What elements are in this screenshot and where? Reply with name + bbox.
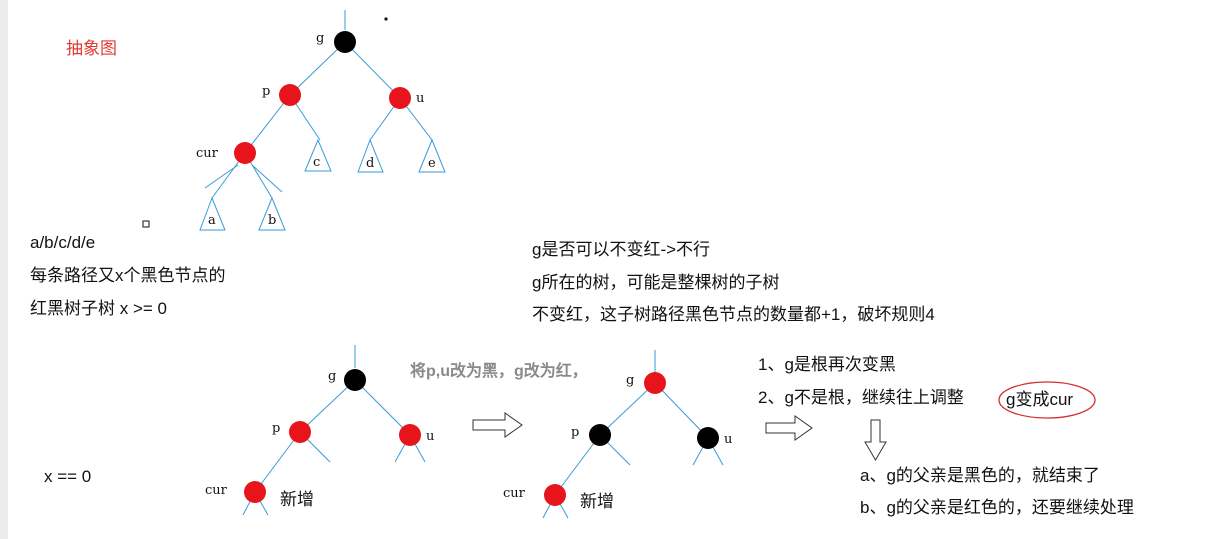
- before-label-p: p: [272, 421, 280, 436]
- after-tree: g p u cur: [503, 350, 732, 519]
- subtree-d: [357, 138, 384, 173]
- after-label-g: g: [626, 373, 634, 388]
- before-tree: g p u cur: [205, 345, 434, 516]
- right-arrow-1: [472, 412, 523, 438]
- right-arrow-2: [765, 415, 813, 441]
- small-square-mark: [142, 220, 150, 228]
- subtree-label-a: a: [208, 213, 216, 228]
- after-label-cur: cur: [503, 486, 526, 501]
- abstract-label-cur: cur: [196, 146, 219, 161]
- after-node-p: [589, 424, 611, 446]
- after-node-u: [697, 427, 719, 449]
- before-node-p: [289, 421, 311, 443]
- subtree-label-d: d: [366, 156, 374, 171]
- subtree-e: [418, 138, 446, 173]
- right-step1: 1、g是根再次变黑: [758, 355, 896, 374]
- after-new-label: 新增: [580, 492, 614, 511]
- before-node-u: [399, 424, 421, 446]
- middle-note-line1: g是否可以不变红->不行: [532, 240, 711, 259]
- subtree-label-c: c: [313, 155, 320, 170]
- left-note-line1: a/b/c/d/e: [30, 233, 96, 252]
- abstract-node-p: [279, 84, 301, 106]
- subtree-label-b: b: [268, 213, 276, 228]
- operation-note: 将p,u改为黑，g改为红，: [410, 363, 588, 380]
- before-node-g: [344, 369, 366, 391]
- after-node-cur: [544, 484, 566, 506]
- abstract-label-p: p: [262, 84, 270, 99]
- subtree-b: [258, 196, 286, 231]
- abstract-node-cur: [234, 142, 256, 164]
- abstract-label-g: g: [316, 31, 324, 46]
- before-new-label: 新增: [280, 490, 314, 509]
- after-node-g: [644, 372, 666, 394]
- before-label-g: g: [328, 369, 336, 384]
- before-label-u: u: [426, 429, 434, 444]
- right-step2: 2、g不是根，继续往上调整: [758, 388, 964, 407]
- case-b: b、g的父亲是红色的，还要继续处理: [860, 498, 1134, 517]
- x-equals-zero: x == 0: [44, 467, 92, 486]
- middle-note-line3: 不变红，这子树路径黑色节点的数量都+1，破坏规则4: [532, 305, 935, 324]
- left-note-line2: 每条路径又x个黑色节点的: [30, 266, 226, 285]
- circled-text: g变成cur: [1006, 390, 1074, 409]
- left-note-line3: 红黑树子树 x >= 0: [30, 299, 167, 318]
- abstract-label-u: u: [416, 91, 424, 106]
- abstract-node-u: [389, 87, 411, 109]
- middle-note-line2: g所在的树，可能是整棵树的子树: [532, 273, 780, 292]
- diagram-title: 抽象图: [66, 39, 117, 58]
- subtree-label-e: e: [428, 156, 436, 171]
- subtree-a: [199, 196, 226, 231]
- dot-mark: [384, 17, 388, 21]
- down-arrow: [864, 419, 887, 461]
- before-label-cur: cur: [205, 483, 228, 498]
- abstract-tree: c d e a b g p u cur: [142, 10, 446, 231]
- after-label-u: u: [724, 432, 732, 447]
- before-node-cur: [244, 481, 266, 503]
- subtree-c: [304, 138, 332, 172]
- after-label-p: p: [571, 425, 579, 440]
- left-edge-stripe: [0, 0, 8, 539]
- case-a: a、g的父亲是黑色的，就结束了: [860, 466, 1100, 485]
- circled-annotation-ellipse: [998, 381, 1096, 419]
- abstract-node-g: [334, 31, 356, 53]
